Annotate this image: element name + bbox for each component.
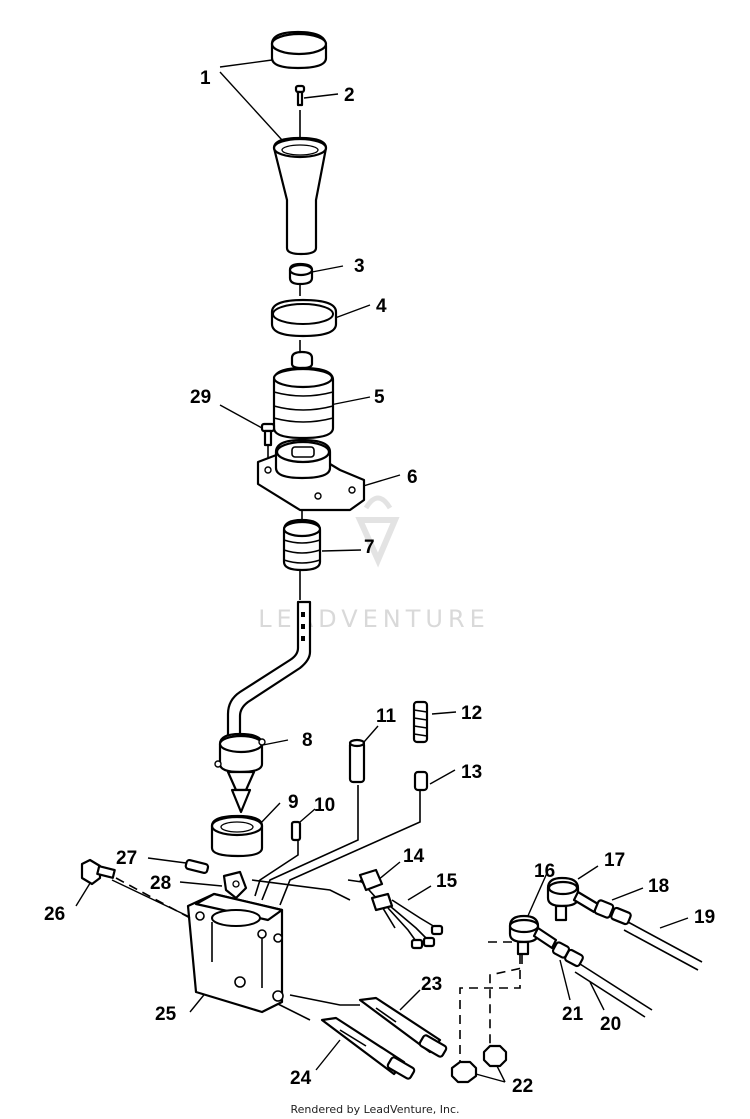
callout-20: 20 bbox=[600, 1014, 621, 1035]
part-4-ring bbox=[270, 298, 338, 338]
part-2-screw bbox=[294, 84, 306, 107]
callout-17: 17 bbox=[604, 850, 625, 871]
callout-4: 4 bbox=[376, 296, 387, 317]
part-7-spring-boot bbox=[282, 518, 322, 572]
part-29-bolt bbox=[260, 422, 276, 447]
part-12-bolt bbox=[412, 700, 429, 744]
callout-6: 6 bbox=[407, 467, 418, 488]
callout-18: 18 bbox=[648, 876, 669, 897]
callout-27: 27 bbox=[116, 848, 137, 869]
part-25-housing bbox=[186, 892, 284, 1014]
callout-14: 14 bbox=[403, 846, 425, 867]
part-1-shift-knob bbox=[270, 30, 328, 256]
callout-12: 12 bbox=[461, 703, 482, 724]
callout-26: 26 bbox=[44, 904, 65, 925]
callout-19: 19 bbox=[694, 907, 715, 928]
part-28-clip bbox=[222, 870, 248, 900]
callout-11: 11 bbox=[376, 706, 397, 727]
part-24-rod bbox=[320, 1016, 416, 1080]
part-17-ball-joint bbox=[546, 876, 600, 922]
callout-9: 9 bbox=[288, 792, 299, 813]
part-19-cable bbox=[623, 921, 703, 971]
callout-16: 16 bbox=[534, 861, 555, 882]
callout-15: 15 bbox=[436, 871, 458, 892]
part-10-pin bbox=[290, 820, 302, 842]
part-3-washer bbox=[288, 262, 314, 286]
part-14-switch bbox=[347, 868, 384, 892]
callout-28: 28 bbox=[150, 873, 171, 894]
leadventure-watermark: LEADVENTURE bbox=[258, 495, 490, 633]
part-23-rod bbox=[358, 996, 448, 1058]
callout-13: 13 bbox=[461, 762, 482, 783]
callout-2: 2 bbox=[344, 85, 355, 106]
callout-29: 29 bbox=[190, 387, 211, 408]
part-15-harness bbox=[370, 892, 444, 950]
watermark-text: LEADVENTURE bbox=[258, 605, 490, 633]
part-5-boot bbox=[272, 350, 335, 440]
part-9-collar bbox=[210, 814, 264, 858]
callout-22: 22 bbox=[512, 1076, 533, 1097]
part-8-shift-lever bbox=[214, 600, 312, 814]
callout-25: 25 bbox=[155, 1004, 177, 1025]
part-13-connector bbox=[413, 770, 429, 792]
callout-8: 8 bbox=[302, 730, 313, 751]
callout-10: 10 bbox=[314, 795, 335, 816]
callout-7: 7 bbox=[364, 537, 375, 558]
part-22-nuts bbox=[450, 1044, 508, 1084]
callout-labels: 1 2 3 4 5 6 7 8 9 10 11 12 13 14 15 16 1… bbox=[44, 68, 715, 1097]
part-27-pin bbox=[184, 858, 210, 874]
part-6-bracket-plate bbox=[256, 438, 366, 512]
part-11-sensor bbox=[348, 738, 366, 784]
callout-3: 3 bbox=[354, 256, 365, 277]
part-20-cable bbox=[574, 963, 653, 1018]
footer-credit: Rendered by LeadVenture, Inc. bbox=[290, 1103, 459, 1116]
part-26-bolt bbox=[80, 858, 191, 919]
callout-5: 5 bbox=[374, 387, 385, 408]
callout-21: 21 bbox=[562, 1004, 584, 1025]
callout-23: 23 bbox=[421, 974, 442, 995]
callout-24: 24 bbox=[290, 1068, 312, 1089]
part-21-cable-end bbox=[551, 941, 584, 968]
part-16-ball-joint bbox=[508, 914, 558, 956]
part-18-cable-end bbox=[593, 899, 632, 926]
leader-lines bbox=[75, 59, 689, 1083]
callout-1: 1 bbox=[200, 68, 211, 89]
